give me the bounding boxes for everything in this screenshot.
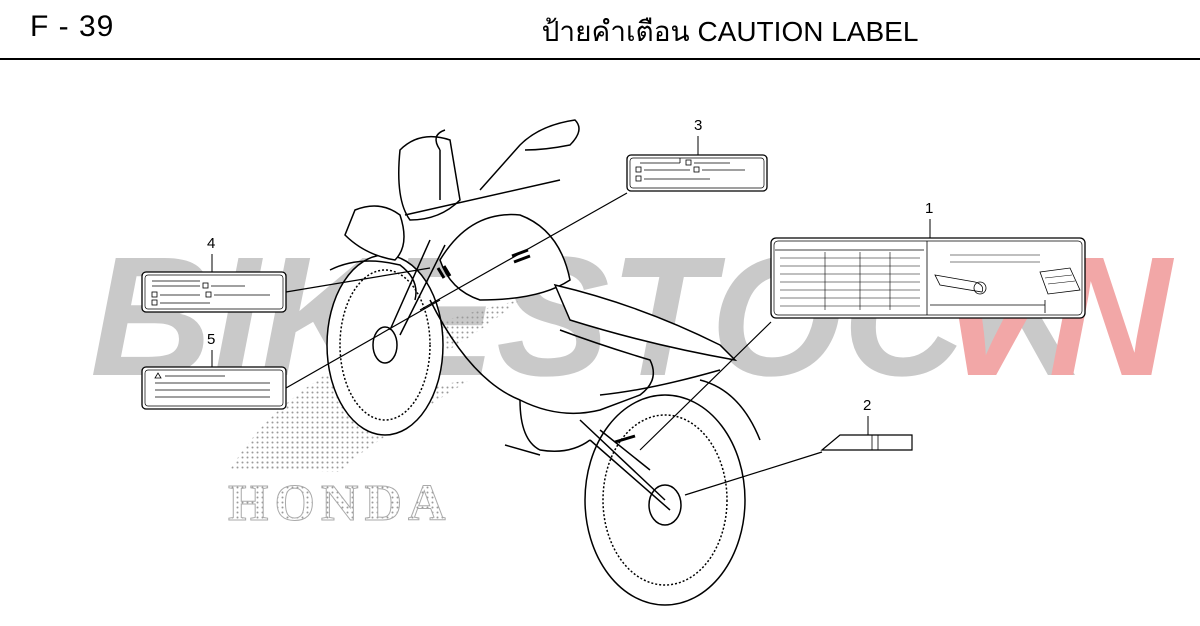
seat — [553, 283, 738, 362]
header: F - 39 ป้ายคำเตือน CAUTION LABEL — [0, 0, 1200, 58]
honda-logo-text: HONDA — [228, 475, 452, 532]
page-title: ป้ายคำเตือน CAUTION LABEL — [541, 16, 919, 47]
callout-5: 5 — [207, 331, 215, 348]
callout-3: 3 — [694, 117, 702, 134]
callout-4: 4 — [207, 235, 215, 252]
label-1: 1 — [639, 200, 1086, 451]
callout-1: 1 — [925, 200, 933, 217]
header-divider — [0, 58, 1200, 60]
label-5: 5 — [141, 299, 441, 410]
callout-2: 2 — [863, 397, 871, 414]
tire-pressure-icon — [934, 274, 984, 293]
warning-triangle-icon — [154, 372, 162, 379]
label-3: 3 — [419, 117, 768, 311]
swingarm — [579, 419, 671, 511]
manual-book-icon — [1039, 267, 1081, 295]
label-4: 4 — [141, 235, 431, 313]
page-code: F - 39 — [30, 10, 115, 43]
headlight-cowl — [398, 135, 461, 221]
parts-diagram: BIKESTOCK VN HONDA — [90, 117, 1174, 606]
handlebar — [404, 179, 561, 216]
motorcycle-drawing — [326, 119, 761, 606]
label-2: 2 — [684, 397, 913, 496]
fuel-tank — [439, 213, 571, 301]
